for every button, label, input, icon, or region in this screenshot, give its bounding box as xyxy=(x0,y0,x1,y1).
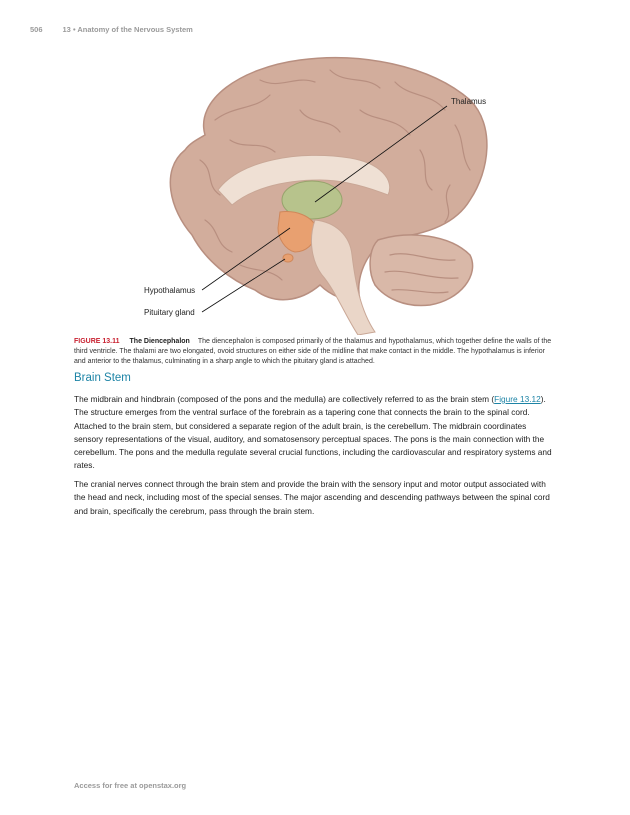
chapter-title: 13 • Anatomy of the Nervous System xyxy=(62,25,193,34)
hypothalamus xyxy=(277,211,319,253)
paragraph-cranial-nerves: The cranial nerves connect through the b… xyxy=(74,479,550,516)
page-header: 506 13 • Anatomy of the Nervous System xyxy=(30,25,193,34)
cerebellum xyxy=(369,234,474,307)
paragraph-brain-stem-intro: The midbrain and hindbrain (composed of … xyxy=(74,393,556,473)
brain-illustration xyxy=(169,57,488,335)
pituitary-gland xyxy=(282,253,294,263)
thalamus xyxy=(281,180,343,220)
diencephalon-figure: Thalamus Hypothalamus Pituitary gland xyxy=(0,40,630,335)
hypothalamus-leader-line xyxy=(201,227,291,291)
pituitary-gland-label: Pituitary gland xyxy=(144,308,195,317)
brainstem xyxy=(311,219,376,335)
footer-text: Access for free at openstax.org xyxy=(74,781,187,790)
figure-link[interactable]: Figure 13.12 xyxy=(494,394,541,404)
hypothalamus-label: Hypothalamus xyxy=(144,286,196,295)
thalamus-leader-line xyxy=(314,105,448,203)
figure-number: FIGURE 13.11 xyxy=(74,338,120,345)
paragraph-text: The midbrain and hindbrain (composed of … xyxy=(74,394,495,404)
page-number: 506 xyxy=(30,25,43,34)
thalamus-label: Thalamus xyxy=(451,97,487,106)
section-heading: Brain Stem xyxy=(74,372,131,384)
paragraph-text: ). The structure emerges from the ventra… xyxy=(74,394,552,471)
pituitary-leader-line xyxy=(201,258,286,313)
figure-title: The Diencephalon xyxy=(129,338,190,345)
figure-caption-text: The diencephalon is composed primarily o… xyxy=(74,338,552,366)
gyri-folds xyxy=(199,69,471,294)
corpus-callosum xyxy=(217,154,391,206)
